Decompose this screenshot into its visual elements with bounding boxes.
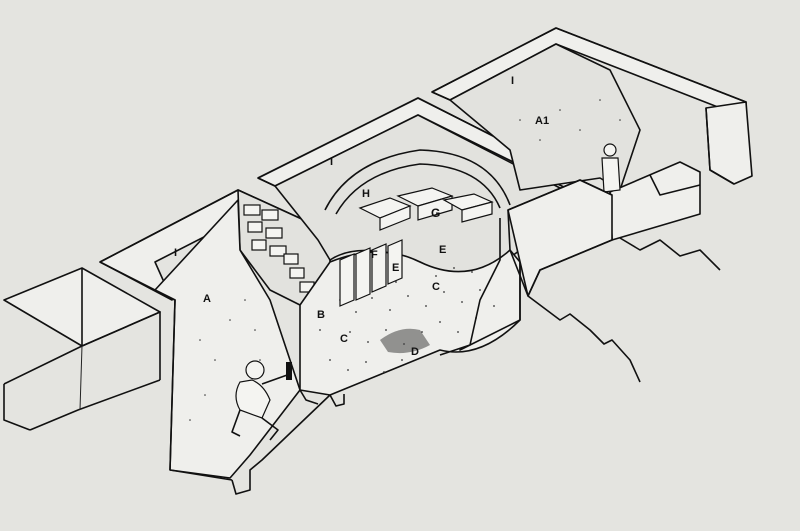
left-empty-trench	[3, 267, 161, 431]
diagram-labels: I I I A A1 B C C D E E F G H	[174, 75, 549, 358]
label-area-e-mid: E	[392, 262, 399, 274]
label-section-i-left: I	[174, 247, 177, 259]
label-area-b: B	[317, 309, 325, 321]
label-area-d: D	[411, 346, 419, 358]
central-chamber	[257, 97, 581, 407]
label-area-c-right: C	[432, 281, 440, 293]
right-cut-wall	[507, 179, 721, 383]
label-section-i-center: I	[330, 156, 333, 168]
label-area-a: A	[203, 293, 211, 305]
label-area-h: H	[362, 188, 370, 200]
section-a-trench	[99, 189, 331, 495]
label-area-a1: A1	[535, 115, 549, 127]
crouching-worker-figure	[231, 360, 292, 441]
label-area-c-left: C	[340, 333, 348, 345]
label-area-g: G	[431, 206, 440, 220]
label-area-f: F	[371, 249, 378, 261]
label-area-e-right: E	[439, 244, 446, 256]
section-a1-trench	[431, 27, 753, 241]
label-section-i-right: I	[511, 75, 514, 87]
standing-worker-figure	[601, 143, 621, 193]
